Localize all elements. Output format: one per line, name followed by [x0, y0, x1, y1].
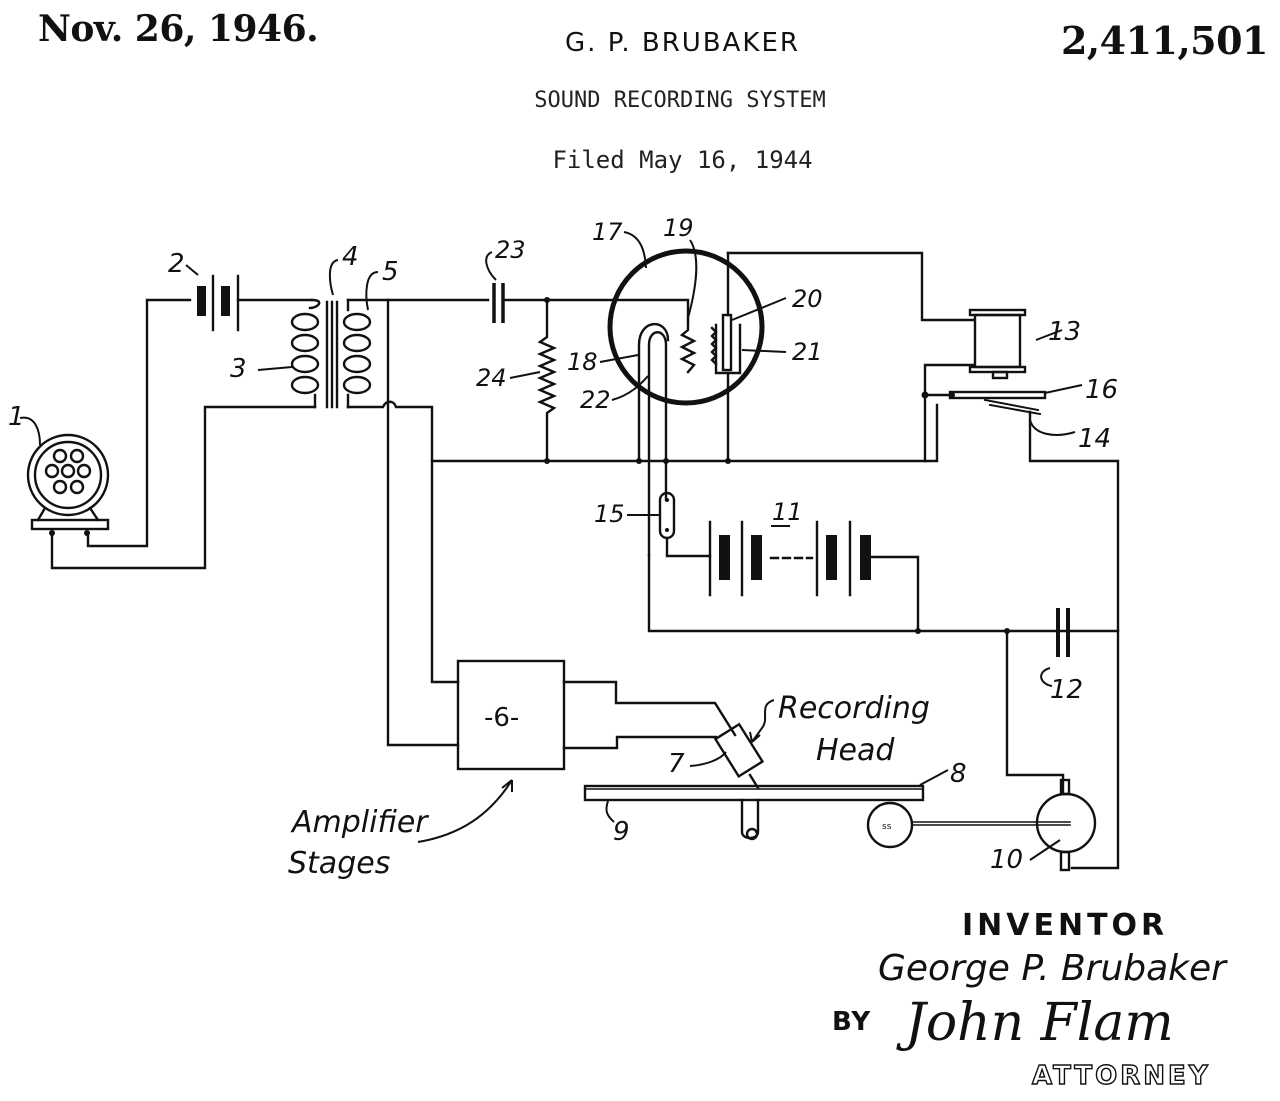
svg-text:22: 22 — [580, 386, 611, 414]
resistor-icon — [536, 298, 558, 463]
svg-text:16: 16 — [1085, 375, 1118, 405]
svg-text:12: 12 — [1050, 675, 1083, 705]
issue-date: Nov. 26, 1946. — [38, 8, 319, 50]
svg-text:21: 21 — [792, 338, 823, 366]
svg-text:14: 14 — [1078, 424, 1111, 454]
patent-number: 2,411,501 — [1060, 18, 1269, 63]
svg-text:13: 13 — [1048, 317, 1081, 347]
wire — [50, 405, 317, 570]
recording-head-arrow — [751, 699, 775, 743]
amplifier-stages-label-line1: Amplifier — [290, 805, 429, 840]
armature-icon — [923, 390, 1047, 400]
contact-icon — [983, 398, 1042, 416]
inventor-signature: George P. Brubaker — [878, 948, 1228, 989]
turntable-icon — [583, 784, 925, 841]
relay-coil-icon — [968, 308, 1027, 380]
vacuum-tube-icon — [607, 248, 765, 557]
pulley-icon: ss — [866, 801, 914, 849]
svg-text:23: 23 — [495, 236, 526, 264]
svg-text:10: 10 — [990, 845, 1023, 875]
amplifier-stages-arrow — [417, 779, 513, 843]
svg-text:17: 17 — [592, 218, 623, 246]
wire — [562, 735, 718, 750]
wire — [346, 400, 460, 684]
svg-text:ss: ss — [882, 822, 892, 832]
attorney-signature: John Flam — [896, 993, 1174, 1053]
patent-title: SOUND RECORDING SYSTEM — [534, 88, 826, 113]
filed-date: Filed May 16, 1944 — [552, 146, 813, 174]
amplifier-box-label: -6- — [484, 703, 519, 733]
reference-labels: 1 2 3 4 5 23 17 19 20 21 18 22 24 — [8, 214, 1118, 875]
svg-text:5: 5 — [382, 257, 399, 287]
heater-element-icon — [658, 491, 712, 558]
wire — [726, 251, 975, 322]
svg-text:24: 24 — [476, 364, 507, 392]
svg-text:19: 19 — [663, 214, 694, 242]
battery-icon — [197, 274, 240, 332]
wire — [647, 553, 1120, 633]
wire — [1028, 410, 1120, 870]
svg-text:11: 11 — [772, 498, 803, 526]
svg-text:3: 3 — [230, 354, 247, 384]
amplifier-box — [456, 659, 566, 771]
svg-text:20: 20 — [792, 285, 823, 313]
svg-text:15: 15 — [594, 500, 625, 528]
wire — [869, 555, 920, 633]
inventor-heading: INVENTOR — [962, 908, 1168, 943]
svg-text:1: 1 — [8, 402, 25, 432]
recording-head-label-line1: Recording — [778, 691, 930, 726]
coupling-capacitor-icon — [492, 283, 505, 323]
wire — [430, 403, 939, 463]
svg-text:4: 4 — [342, 242, 359, 272]
wire — [923, 363, 975, 463]
svg-text:8: 8 — [950, 759, 967, 789]
svg-text:2: 2 — [168, 249, 185, 279]
transformer-icon — [290, 298, 372, 409]
motor-icon — [1035, 778, 1097, 872]
wire — [386, 298, 460, 747]
svg-text:18: 18 — [567, 348, 598, 376]
recording-head-label-line2: Head — [816, 733, 895, 768]
wire — [1005, 629, 1065, 794]
by-label: BY — [832, 1007, 871, 1037]
battery-bank-icon — [708, 520, 871, 597]
microphone-icon — [26, 433, 110, 536]
svg-text:9: 9 — [613, 817, 630, 847]
wire — [501, 298, 690, 322]
attorney-label: ATTORNEY — [1032, 1061, 1211, 1091]
svg-text:7: 7 — [668, 749, 685, 779]
inventor-name-header: G. P. BRUBAKER — [565, 28, 800, 58]
amplifier-stages-label-line2: Stages — [288, 846, 390, 881]
capacitor-icon — [1056, 608, 1070, 657]
wire — [86, 298, 192, 548]
wire — [562, 680, 737, 737]
